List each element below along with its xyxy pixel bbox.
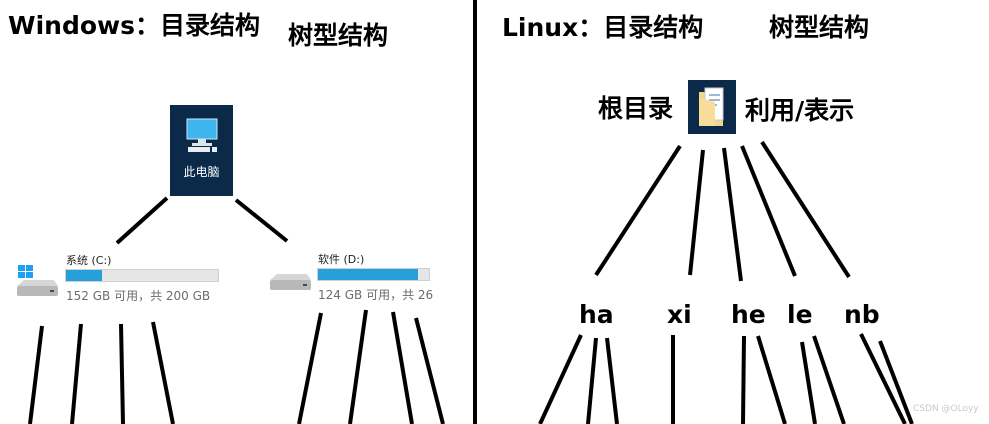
linux-node-le: le <box>787 300 813 329</box>
windows-c-child <box>28 325 44 424</box>
linux-edge-he <box>722 147 743 282</box>
linux-nb-child <box>878 340 914 424</box>
folder-icon <box>699 87 724 126</box>
drive-d-usage-bar <box>317 268 430 281</box>
linux-edge-le <box>740 145 797 277</box>
windows-title: Windows：目录结构 <box>8 11 260 40</box>
windows-d-child <box>414 317 445 424</box>
windows-c-child <box>119 323 125 424</box>
linux-node-xi: xi <box>667 300 692 329</box>
windows-edge-c <box>115 196 169 245</box>
root-note-label: 利用/表示 <box>745 96 855 125</box>
windows-d-child <box>391 311 414 424</box>
linux-he-child <box>756 335 787 424</box>
drive-c-free-space: 152 GB 可用，共 200 GB <box>66 289 211 303</box>
drive-d-usage-fill <box>318 269 418 280</box>
linux-ha-child <box>538 334 583 424</box>
linux-he-child <box>741 335 746 424</box>
watermark: CSDN @OLoyy <box>913 404 979 414</box>
system-drive-icon <box>17 265 58 296</box>
linux-ha-child <box>605 337 619 424</box>
linux-node-he: he <box>731 300 766 329</box>
linux-ha-child <box>586 337 598 424</box>
linux-node-ha: ha <box>579 300 614 329</box>
linux-subtitle: 树型结构 <box>769 13 870 42</box>
computer-icon <box>186 118 218 152</box>
root-directory-label: 根目录 <box>598 94 674 123</box>
drive-d-name: 软件 (D:) <box>318 253 365 266</box>
linux-edge-ha <box>594 144 682 277</box>
linux-node-nb: nb <box>844 300 880 329</box>
windows-c-child <box>70 323 83 424</box>
linux-le-child <box>812 335 846 424</box>
this-pc-tile[interactable]: 此电脑 <box>170 105 233 196</box>
windows-edge-d <box>234 198 289 243</box>
linux-edge-xi <box>688 149 705 276</box>
linux-edge-nb <box>760 140 851 279</box>
this-pc-label: 此电脑 <box>183 165 220 179</box>
drive-c-usage-fill <box>66 270 103 281</box>
windows-d-child <box>348 309 368 424</box>
root-folder-tile[interactable] <box>688 80 736 134</box>
drive-d-free-space: 124 GB 可用，共 26 <box>318 288 434 302</box>
software-drive-icon <box>270 274 311 290</box>
windows-d-child <box>297 312 323 424</box>
linux-title: Linux：目录结构 <box>502 13 704 42</box>
drive-c-usage-bar <box>65 269 219 282</box>
windows-subtitle: 树型结构 <box>288 21 389 50</box>
linux-le-child <box>800 341 817 424</box>
windows-c-child <box>151 321 175 424</box>
linux-nb-child <box>859 333 907 424</box>
drive-c-name: 系统 (C:) <box>66 254 112 267</box>
